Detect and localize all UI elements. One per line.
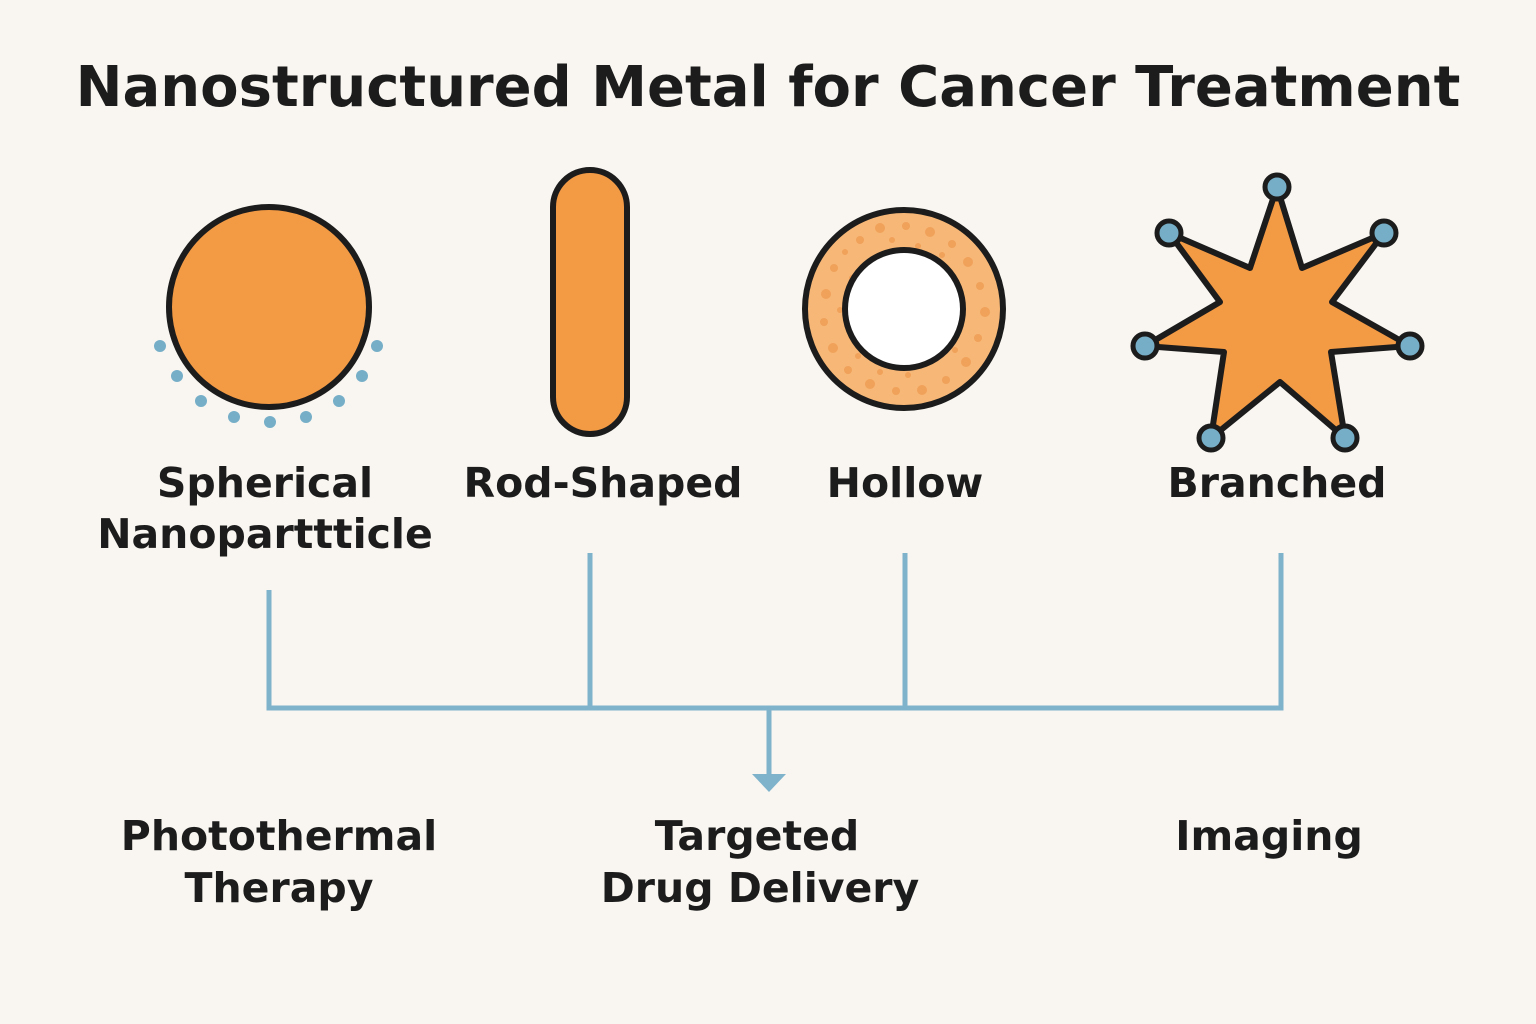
application-label-drug-delivery: Targeted [655,812,859,860]
hollow-ring-icon [802,207,1006,411]
branch-tip-dots [1130,172,1425,453]
application-label-photothermal-line2: Therapy [185,864,374,912]
shape-label-hollow: Hollow [827,459,984,507]
arrow-down-icon [752,774,786,792]
ligand-dots [154,340,383,428]
sphere-icon [154,204,383,428]
shape-label-rod: Rod-Shaped [464,459,743,507]
pore-dots [820,222,990,395]
shape-label-spherical-line2: Nanoparttticle [97,510,433,558]
application-label-drug-delivery-line2: Drug Delivery [601,864,920,912]
rod-icon [550,167,630,437]
application-label-photothermal: Photothermal [121,812,437,860]
branched-star-icon [1130,172,1425,453]
shape-label-branched: Branched [1168,459,1387,507]
shape-label-spherical: Spherical [157,459,373,507]
application-label-imaging: Imaging [1175,812,1363,860]
diagram-title: Nanostructured Metal for Cancer Treatmen… [76,55,1461,120]
connector-lines [266,553,1284,778]
